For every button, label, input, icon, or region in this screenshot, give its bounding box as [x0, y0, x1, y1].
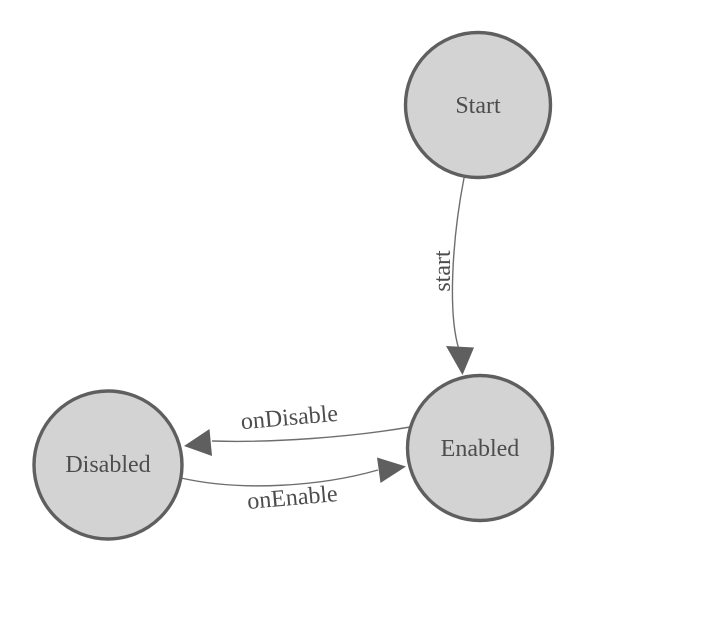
- edge-start-to-enabled-arrowhead: [446, 346, 474, 375]
- node-enabled-label: Enabled: [441, 436, 520, 462]
- node-enabled: Enabled: [405, 373, 555, 523]
- node-start: Start: [403, 30, 553, 180]
- edge-enabled-to-disabled-line: [211, 426, 411, 443]
- edge-disabled-to-enabled-arrowhead: [377, 457, 406, 483]
- edge-label-start: start: [430, 250, 456, 292]
- edge-start-to-enabled-line: [451, 177, 465, 349]
- edge-disabled-to-enabled: onEnable: [180, 457, 406, 515]
- node-disabled-label: Disabled: [65, 452, 150, 478]
- edge-enabled-to-disabled-arrowhead: [184, 429, 212, 456]
- edge-enabled-to-disabled: onDisable: [184, 401, 411, 456]
- node-disabled: Disabled: [32, 389, 184, 541]
- node-start-label: Start: [455, 93, 501, 119]
- node-start-circle: [403, 30, 553, 180]
- node-enabled-circle: [405, 373, 555, 523]
- node-disabled-circle: [32, 389, 184, 541]
- edge-start-to-enabled: start: [430, 177, 474, 375]
- edge-label-ondisable: onDisable: [240, 401, 339, 435]
- edge-disabled-to-enabled-line: [180, 469, 379, 487]
